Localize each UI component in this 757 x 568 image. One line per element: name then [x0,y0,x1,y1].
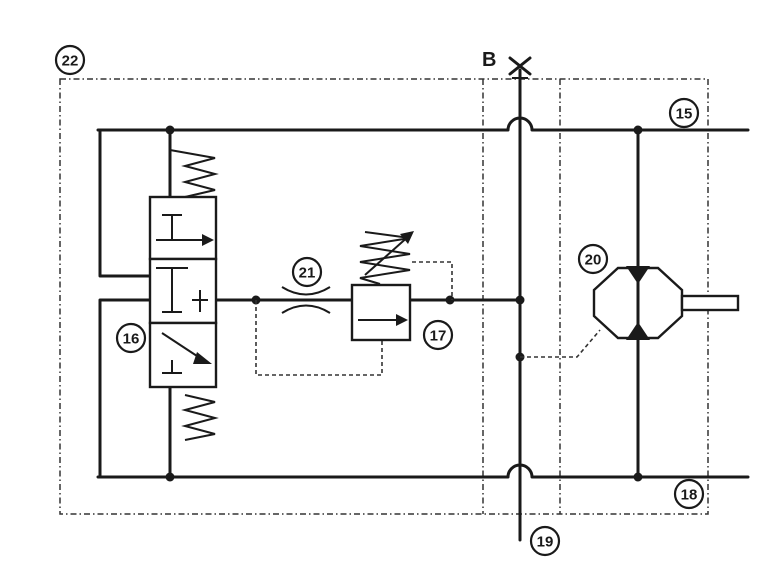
throttle-upper-arc [281,286,331,296]
pilot-line-upper [412,261,453,300]
valve-bottom-spring [181,394,219,441]
callout-ring [54,44,86,76]
line-18 [96,463,750,479]
valve-box-top [148,195,218,261]
junction-dot [633,472,643,482]
motor-arrow-bottom-icon [626,322,650,340]
callout-20: 20 [577,243,609,275]
pilot-line-motor [520,329,601,358]
callout-ring [673,478,705,510]
valve-17-box [350,283,412,342]
valve-box-bottom [148,321,218,389]
valve-flow-line [161,332,201,359]
callout-ring [422,319,454,351]
callout-18: 18 [673,478,705,510]
callout-ring [115,322,147,354]
motor-arrow-top-icon [626,266,650,284]
left-upper-loop [98,128,172,278]
callout-label: 16 [123,331,140,348]
pilot-line-lower [255,300,383,376]
motor-shaft [680,294,740,312]
valve-17-arrow-icon [396,314,408,326]
valve-top-spring [169,149,219,198]
callout-ring [291,256,323,288]
callout-ring [577,243,609,275]
junction-dot [515,295,525,305]
adjustable-arrow-icon [400,231,414,244]
plug-x-stroke [508,56,532,76]
callout-label: 15 [676,106,693,123]
left-lower-loop [98,298,154,479]
callout-label: 19 [537,534,554,551]
callout-label: 22 [62,53,79,70]
valve-arrow-icon [193,352,212,364]
callout-ring [668,97,700,129]
callout-19: 19 [529,525,561,557]
callout-21: 21 [291,256,323,288]
callout-16: 16 [115,322,147,354]
port-label-b: B [482,49,496,71]
port-b: B [482,49,532,79]
throttle-lower-arc [281,304,331,314]
motor-20 [592,266,740,340]
callout-17: 17 [422,319,454,351]
junction-dot [633,125,643,135]
adjustable-arrow-line [364,234,411,276]
callout-label: 21 [299,265,316,282]
callout-label: 18 [681,487,698,504]
directional-valve-16 [148,149,219,441]
valve-17 [350,231,414,342]
pilot-lines [255,261,601,376]
valve-arrow-icon [202,234,214,246]
callout-label: 20 [585,252,602,269]
callout-ring [529,525,561,557]
main-lines [96,68,750,542]
junction-dot [165,125,175,135]
junction-dot [445,295,455,305]
callout-label: 17 [430,328,447,345]
callouts: 22 15 20 21 16 17 18 19 [54,44,705,557]
throttle-21 [281,286,331,314]
line-15 [96,116,750,132]
junction-dot [165,472,175,482]
callout-22: 22 [54,44,86,76]
callout-15: 15 [668,97,700,129]
